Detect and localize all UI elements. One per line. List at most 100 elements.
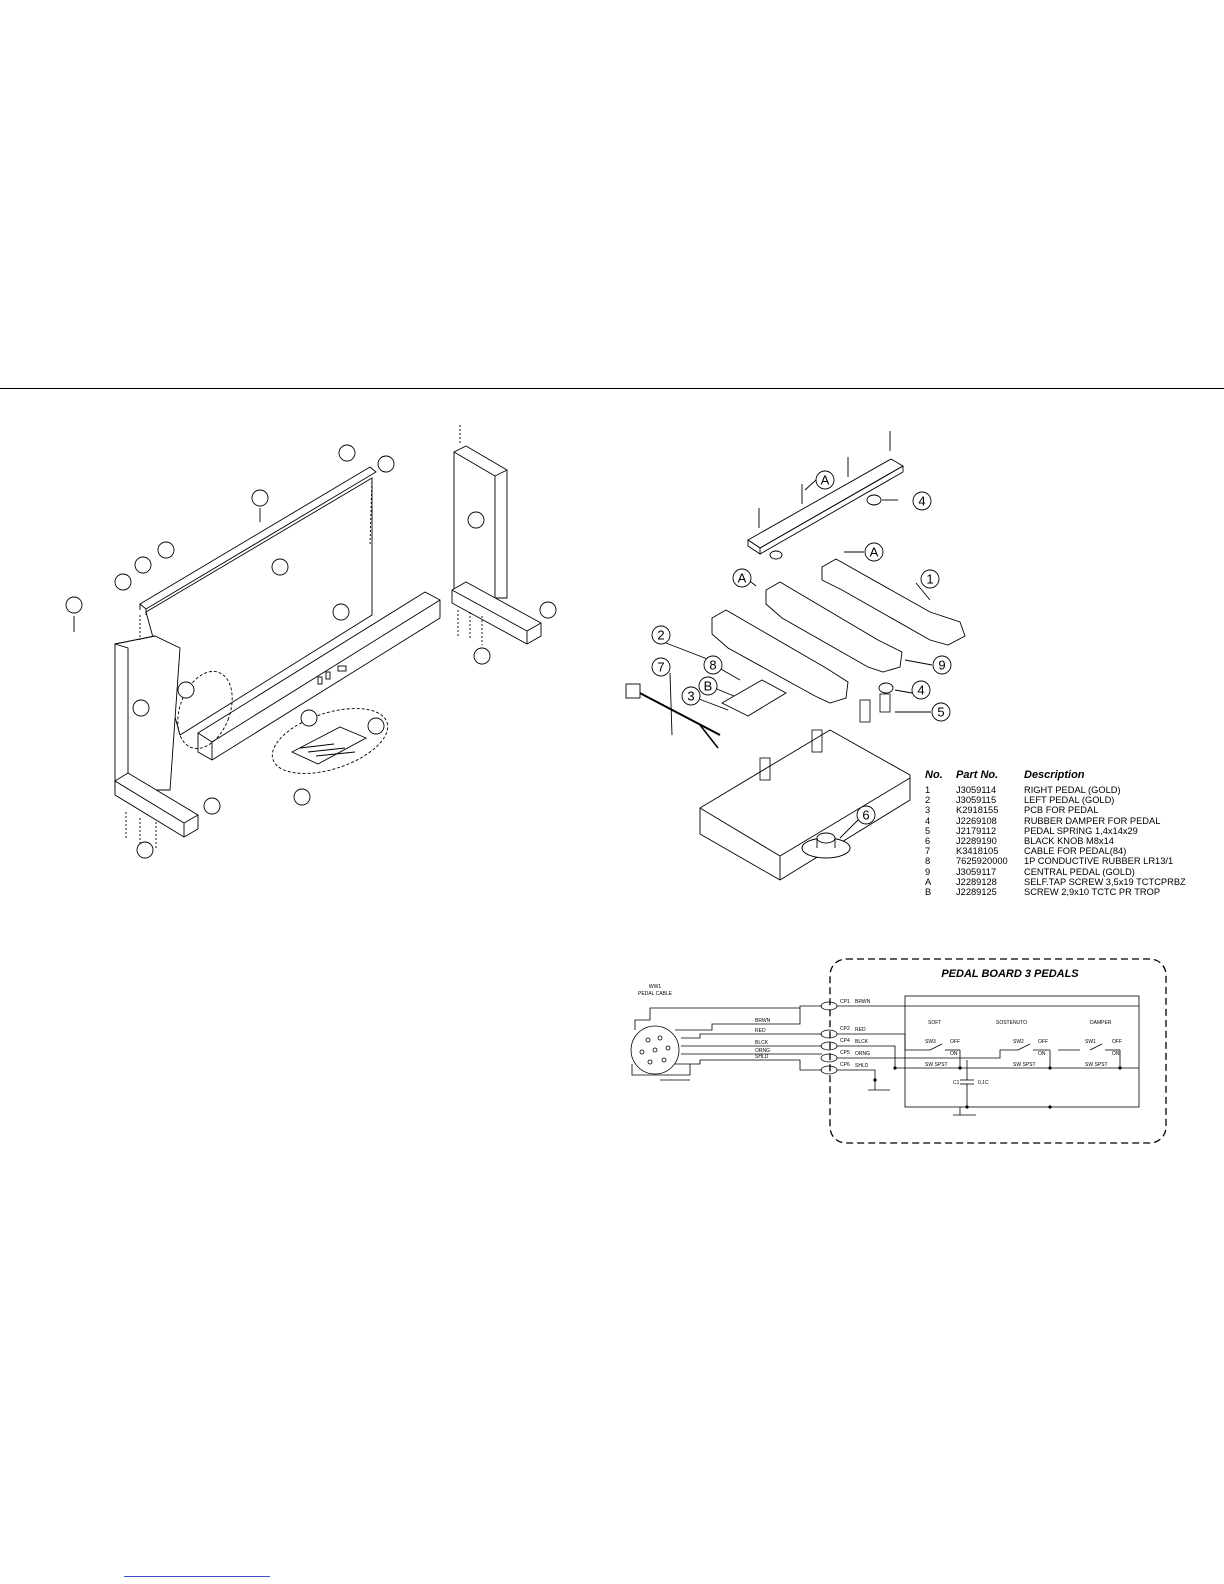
stand-callout-circle xyxy=(539,601,557,619)
part-no-cell: 5 xyxy=(925,825,931,836)
stand-callout-circle xyxy=(136,841,154,859)
switch-group-name: SOFT xyxy=(928,1020,941,1026)
pedal-callout-a2-circle xyxy=(864,542,884,562)
switch-off-label: OFF xyxy=(1038,1039,1048,1045)
switch-on-label: ON xyxy=(1112,1051,1120,1057)
board-wire-label: RED xyxy=(855,1027,866,1033)
right-foot xyxy=(451,581,542,645)
capacitor-ref: C1 xyxy=(953,1080,960,1086)
pedal-callout-6-circle xyxy=(856,805,876,825)
pedal-callout-label: 9 xyxy=(938,658,945,673)
wire-label: RED xyxy=(755,1028,766,1034)
stand-callout-circle xyxy=(177,681,195,699)
part-description-cell: BLACK KNOB M8x14 xyxy=(1024,836,1114,847)
pedal-callout-1-circle xyxy=(920,569,940,589)
part-description-cell: 1P CONDUCTIVE RUBBER LR13/1 xyxy=(1024,856,1174,867)
footer-link-underline[interactable] xyxy=(124,1576,270,1577)
connector-label: CP2 xyxy=(840,1026,850,1032)
part-description-cell: CENTRAL PEDAL (GOLD) xyxy=(1024,866,1135,877)
part-number-cell: J2289190 xyxy=(956,836,997,847)
part-no-cell: 8 xyxy=(925,856,931,867)
switch-on-label: ON xyxy=(950,1051,958,1057)
pedal-callout-label: B xyxy=(704,679,713,694)
connector-label: CP1 xyxy=(840,999,850,1005)
stand-callout-circle xyxy=(134,556,152,574)
part-no-cell: 2 xyxy=(925,795,931,806)
stand-callout-circle xyxy=(203,797,221,815)
pedal-callout-8-circle xyxy=(703,655,723,675)
pedal-callout-label: 1 xyxy=(926,572,933,587)
part-number-cell: J3059117 xyxy=(956,866,997,877)
stand-callout-circle xyxy=(467,511,485,529)
part-description-cell: RIGHT PEDAL (GOLD) xyxy=(1024,785,1121,795)
front-beam xyxy=(197,591,441,761)
stand-callout-circle xyxy=(293,788,311,806)
stand-callout-circle xyxy=(367,717,385,735)
pedal-callout-label: 6 xyxy=(862,808,869,823)
part-number-cell: J2269108 xyxy=(956,815,997,826)
part-number-cell: 7625920000 xyxy=(956,856,1008,867)
pedal-callout-label: 2 xyxy=(657,628,664,643)
part-description-cell: SELF.TAP SCREW 3,5x19 TCTCPRBZ xyxy=(1024,876,1186,887)
stand-callout-circle xyxy=(251,489,269,507)
cable-ref: WW1 xyxy=(649,984,661,990)
board-wire-label: BLCK xyxy=(855,1039,869,1045)
board-wire-label: ORNG xyxy=(855,1051,870,1057)
stand-callout-circle xyxy=(65,596,83,614)
switch-type: SW SPST xyxy=(1085,1062,1108,1068)
board-wire-label: BRWN xyxy=(855,999,871,1005)
part-description-cell: PCB FOR PEDAL xyxy=(1024,805,1099,816)
pedal-callout-7-circle xyxy=(651,657,671,677)
switch-ref: SW2 xyxy=(1013,1039,1024,1045)
pedal-assembly-drawing xyxy=(625,431,966,881)
header-no: No. xyxy=(925,769,943,781)
connector-label: CP6 xyxy=(840,1062,850,1068)
stand-callout-circle xyxy=(114,573,132,591)
part-description-cell: RUBBER DAMPER FOR PEDAL xyxy=(1024,815,1161,826)
connector-label: CP4 xyxy=(840,1038,850,1044)
din-connector xyxy=(630,1025,680,1075)
stand-callout-circle xyxy=(300,709,318,727)
board-wire-label: SHLD xyxy=(855,1063,869,1069)
pedal-callout-label: A xyxy=(738,571,747,586)
part-number-cell: K3418105 xyxy=(956,846,999,857)
part-description-cell: LEFT PEDAL (GOLD) xyxy=(1024,795,1115,806)
part-number-cell: J2289128 xyxy=(956,876,997,887)
switch-group-name: SOSTENUTO xyxy=(996,1020,1027,1026)
part-no-cell: 7 xyxy=(925,846,931,857)
pedal-board-frame xyxy=(904,995,1140,1108)
stand-callout-circle xyxy=(338,444,356,462)
switch-type: SW SPST xyxy=(925,1062,948,1068)
part-no-cell: B xyxy=(925,887,932,898)
pedal-callout-a3-circle xyxy=(732,568,752,588)
pedal-callout-label: 8 xyxy=(709,658,716,673)
page-divider-rule xyxy=(0,388,1224,389)
part-number-cell: J3059115 xyxy=(956,795,997,806)
stand-callout-circle xyxy=(271,558,289,576)
top-rail xyxy=(139,466,377,615)
pedal-callout-2-circle xyxy=(651,625,671,645)
part-description-cell: PEDAL SPRING 1,4x14x29 xyxy=(1024,825,1138,836)
wire-label: BRWN xyxy=(755,1018,771,1024)
wire-label: BLCK xyxy=(755,1040,769,1046)
parts-list-header: No. Part No. Description xyxy=(925,770,1204,785)
stand-callout-circle xyxy=(132,699,150,717)
stand-callout-circle xyxy=(473,647,491,665)
pedal-callout-label: A xyxy=(821,473,830,488)
capacitor-value: 0,1C xyxy=(978,1080,989,1086)
pedal-callout-5-circle xyxy=(931,702,951,722)
connector-label: CP5 xyxy=(840,1050,850,1056)
header-description: Description xyxy=(1024,769,1085,781)
wire-label: ORNG xyxy=(755,1048,770,1054)
switch-on-label: ON xyxy=(1038,1051,1046,1057)
